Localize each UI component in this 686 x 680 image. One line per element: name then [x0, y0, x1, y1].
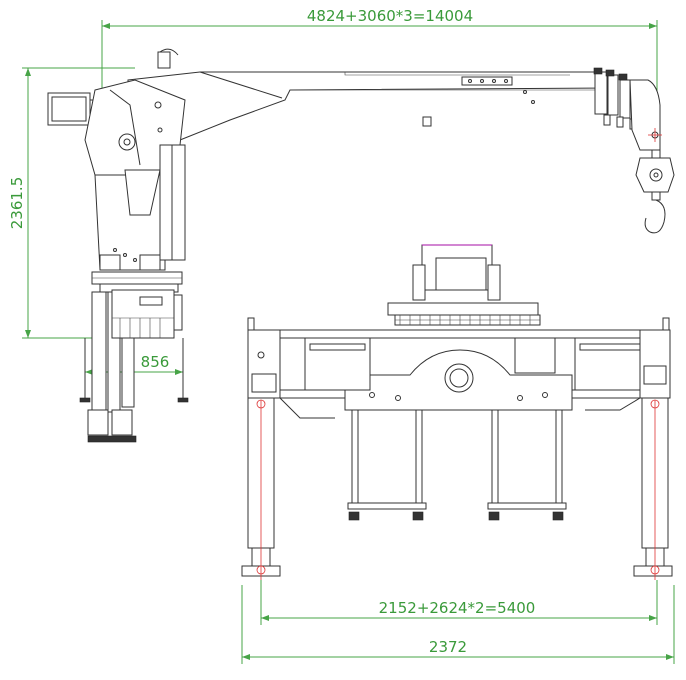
boom-side-view	[127, 67, 675, 234]
column-side-view	[47, 48, 189, 443]
dimension-overall-width: 2372	[241, 585, 675, 664]
overall-width-label: 2372	[429, 638, 467, 656]
front-view-column	[387, 244, 541, 326]
outrigger-span-label: 2152+2624*2=5400	[379, 599, 536, 617]
dimension-height: 2361.5	[8, 67, 135, 339]
dimension-outrigger-span: 2152+2624*2=5400	[260, 580, 658, 625]
dimension-boom-reach: 4824+3060*3=14004	[101, 7, 658, 140]
boom-reach-label: 4824+3060*3=14004	[307, 7, 473, 25]
front-view-legs	[241, 397, 673, 580]
height-label: 2361.5	[8, 177, 26, 230]
column-width-label: 856	[141, 353, 170, 371]
front-view-outrigger-beam	[247, 317, 671, 411]
